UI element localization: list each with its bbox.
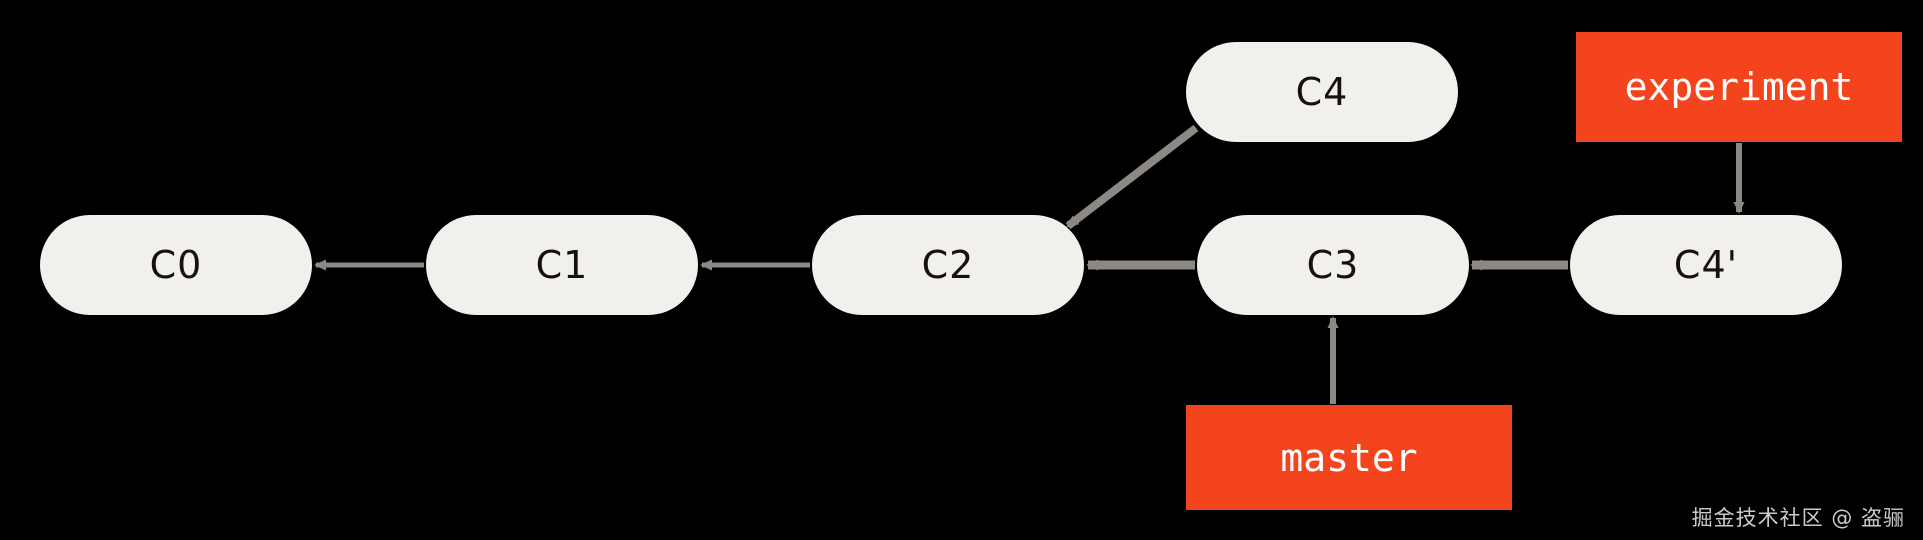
commit-label: C2 <box>921 243 975 287</box>
commit-label: C1 <box>535 243 589 287</box>
commit-label: C4' <box>1673 243 1739 287</box>
branch-label-text: experiment <box>1624 65 1854 109</box>
commit-node-c3[interactable]: C3 <box>1197 215 1469 315</box>
branch-label-experiment[interactable]: experiment <box>1576 32 1902 142</box>
branch-label-master[interactable]: master <box>1186 405 1512 510</box>
commit-node-c1[interactable]: C1 <box>426 215 698 315</box>
edge-c4-to-c2 <box>1065 124 1199 230</box>
commit-node-c2[interactable]: C2 <box>812 215 1084 315</box>
commit-label: C3 <box>1306 243 1360 287</box>
commit-label: C0 <box>149 243 203 287</box>
commit-node-c4-prime[interactable]: C4' <box>1570 215 1842 315</box>
commit-node-c0[interactable]: C0 <box>40 215 312 315</box>
commit-node-c4[interactable]: C4 <box>1186 42 1458 142</box>
watermark: 掘金技术社区 @ 盗骊 <box>1691 506 1905 530</box>
commit-label: C4 <box>1295 70 1349 114</box>
branch-label-text: master <box>1280 435 1418 480</box>
